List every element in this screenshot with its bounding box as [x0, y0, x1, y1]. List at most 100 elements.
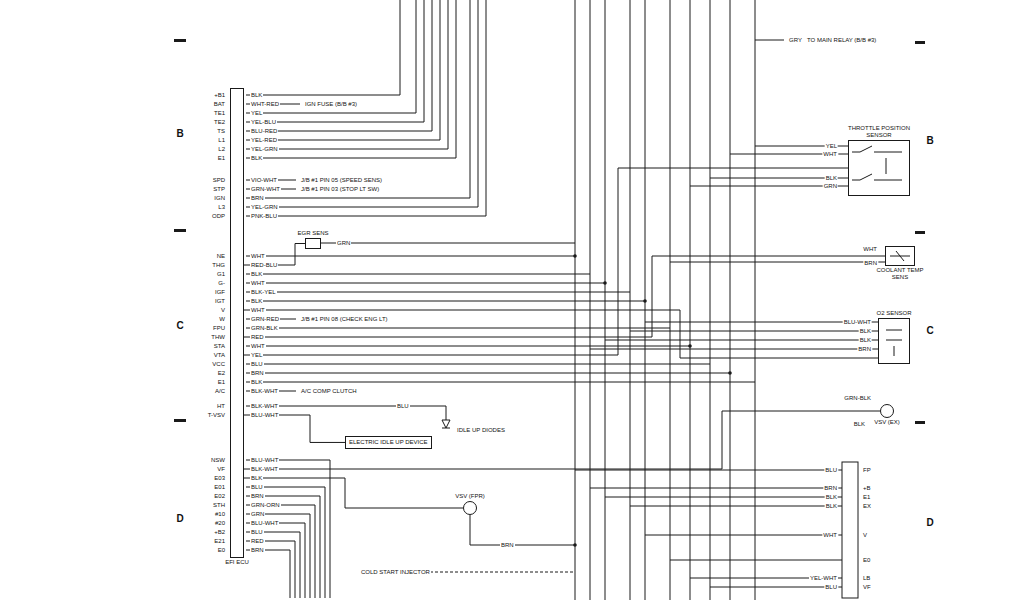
- grid-reference: D: [925, 517, 934, 528]
- wire-color: BLK-YEL: [250, 289, 277, 296]
- wire-color: BLK: [250, 271, 263, 278]
- ecu-connector: EFI ECU: [230, 88, 244, 558]
- wire-color: BRN: [250, 493, 265, 500]
- pin-name: SPD: [212, 177, 226, 184]
- wire-color: GRN-WHT: [250, 186, 281, 193]
- junction-dot: [688, 344, 692, 348]
- grid-reference: D: [175, 513, 184, 524]
- grid-tick: [174, 229, 186, 232]
- pin-name: E1: [862, 494, 871, 501]
- ecu-wires-upper: [246, 0, 486, 216]
- wire-connector: [244, 415, 345, 442]
- wire-color: BLK-WHT: [250, 403, 279, 410]
- pin-name: W: [218, 316, 226, 323]
- grid-tick: [174, 39, 186, 42]
- pin-name: TE2: [213, 119, 226, 126]
- wire-color: BRN: [250, 547, 265, 554]
- pin-name: E02: [213, 493, 226, 500]
- wire-connector: [244, 168, 848, 355]
- wire-color: BRN: [863, 260, 878, 267]
- wire-color: BRN: [500, 542, 515, 549]
- wire-color: GRN-RED: [250, 316, 280, 323]
- wire-color: BLU-WHT: [843, 319, 872, 326]
- junction-dot: [728, 371, 732, 375]
- pin-name: IGN: [213, 195, 226, 202]
- note: A/C COMP CLUTCH: [300, 388, 358, 395]
- wire-color: BLU-WHT: [250, 520, 279, 527]
- wire-color: GRN-BLK: [250, 325, 279, 332]
- wire-color: BLK: [825, 503, 838, 510]
- pin-name: THW: [210, 334, 226, 341]
- note: TO MAIN RELAY (B/B #3): [806, 37, 877, 44]
- pin-name: STH: [212, 502, 226, 509]
- pin-name: ODP: [211, 213, 226, 220]
- pin-name: L3: [217, 204, 226, 211]
- harness-bundle: [575, 0, 755, 600]
- pin-name: TS: [216, 128, 226, 135]
- pin-name: E01: [213, 484, 226, 491]
- pin-name: THG: [211, 262, 226, 269]
- sensor-connector: EGR SENS: [305, 238, 321, 249]
- pin-name: E0: [217, 547, 226, 554]
- grid-tick: [915, 41, 925, 44]
- node-label: VSV (EX): [874, 419, 900, 426]
- wire-group: [246, 0, 910, 600]
- wire-color: WHT: [250, 343, 266, 350]
- wire-color: BLK: [250, 379, 263, 386]
- diode-symbol: [442, 420, 450, 428]
- wire-color: BLK-WHT: [250, 388, 279, 395]
- pin-name: V: [862, 532, 868, 539]
- ecu-wires-lower: [246, 460, 330, 598]
- grid-reference: B: [925, 135, 934, 146]
- wire-color: GRN: [336, 240, 351, 247]
- pin-name: FPU: [212, 325, 226, 332]
- grid-ticks: [174, 39, 925, 424]
- wire-color: BRN: [823, 485, 838, 492]
- pin-name: E1: [217, 379, 226, 386]
- pin-name: E21: [213, 538, 226, 545]
- pin-name: +B1: [213, 92, 226, 99]
- junction-dot: [603, 281, 607, 285]
- wire-color: YEL-WHT: [809, 575, 838, 582]
- pin-name: HT: [216, 403, 226, 410]
- sensor-box: THROTTLE POSITION SENSOR: [848, 140, 910, 196]
- wire-color: BLU-RED: [250, 128, 278, 135]
- dashed-wire: [430, 572, 575, 573]
- node-label: COOLANT TEMP SENS: [874, 267, 926, 281]
- wire-color: BLK: [250, 92, 263, 99]
- pin-name: +B2: [213, 529, 226, 536]
- wire-color: BLU: [250, 529, 264, 536]
- junction-dot: [573, 543, 577, 547]
- wire-color: WHT: [250, 253, 266, 260]
- node-label: O2 SENSOR: [876, 310, 911, 317]
- pin-name: FP: [862, 467, 872, 474]
- wire-color: PNK-BLU: [250, 213, 278, 220]
- wire-color: WHT: [862, 246, 878, 253]
- pin-name: G1: [216, 271, 226, 278]
- junction-dot: [573, 254, 577, 258]
- wire-color: YEL-GRN: [250, 204, 279, 211]
- wire-color: BLK: [825, 175, 838, 182]
- pin-name: VF: [216, 466, 226, 473]
- wire-color: GRN: [823, 183, 838, 190]
- pin-name: TE1: [213, 110, 226, 117]
- pin-name: VF: [862, 584, 872, 591]
- pin-name: VCC: [211, 361, 226, 368]
- wire-color: WHT: [822, 151, 838, 158]
- pin-name: NE: [216, 253, 226, 260]
- o2-sensor-symbol: [886, 330, 902, 356]
- pin-name: LB: [862, 575, 871, 582]
- wire-color: GRY: [788, 37, 803, 44]
- wire-color: BLU: [824, 467, 838, 474]
- wire-color: BLK: [250, 155, 263, 162]
- note: IGN FUSE (B/B #3): [304, 101, 358, 108]
- wire-color: YEL: [250, 352, 263, 359]
- pin-name: EX: [862, 503, 872, 510]
- wire-color: BLU-WHT: [250, 457, 279, 464]
- pin-name: #20: [214, 520, 226, 527]
- pin-name: VTA: [213, 352, 226, 359]
- wire-color: BRN: [250, 195, 265, 202]
